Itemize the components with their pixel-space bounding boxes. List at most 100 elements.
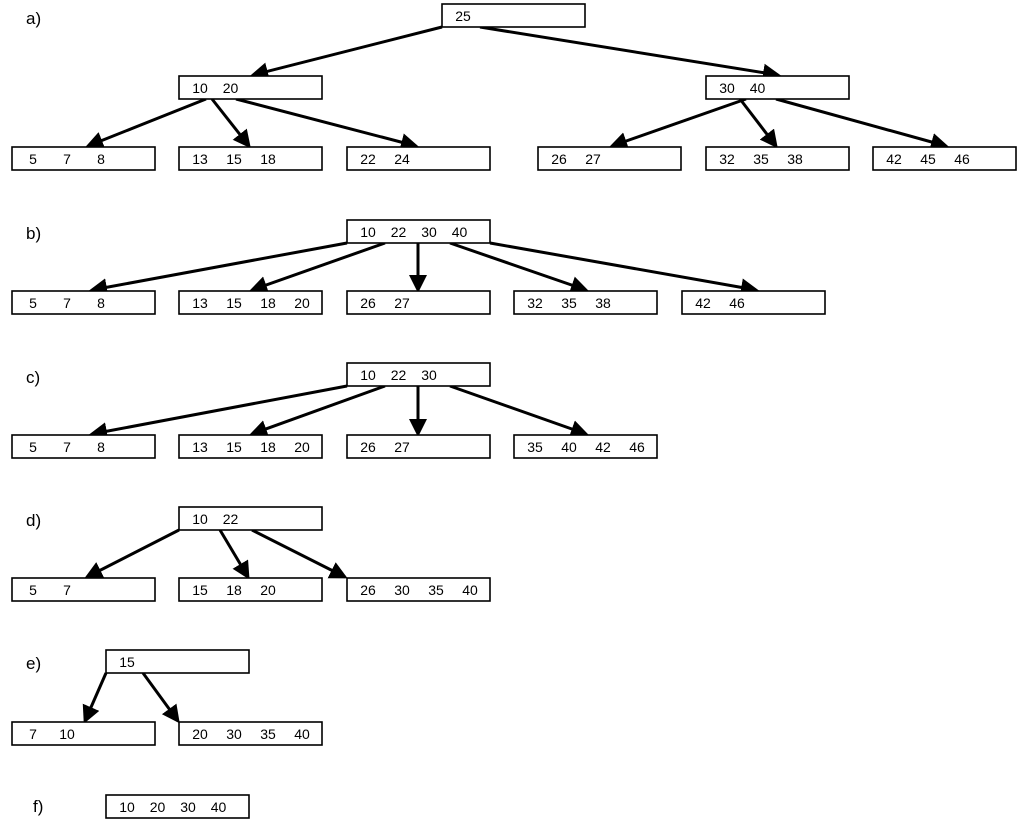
leaf-node-box [872,146,1017,171]
panel-label: c) [26,368,40,387]
node-key: 8 [97,439,105,455]
node-key: 46 [629,439,645,455]
leaf-node-box [178,146,323,171]
node-key: 40 [462,582,478,598]
child-pointer-arrow [89,384,348,441]
node-key: 32 [719,151,735,167]
node-key: 40 [561,439,577,455]
node-key: 35 [753,151,769,167]
node-key: 20 [260,582,276,598]
child-pointer-arrow [738,98,778,149]
node-key: 26 [360,295,376,311]
node-key: 22 [223,511,239,527]
leaf-node: 5 7 8 [11,434,156,459]
panel-label: f) [33,797,43,816]
node-key: 27 [394,439,410,455]
root-node-box [441,3,586,28]
leaf-node-box [178,434,323,459]
leaf-node-box [705,146,850,171]
node-key: 7 [63,295,71,311]
node-key: 15 [226,439,242,455]
node-key: 35 [260,726,276,742]
leaf-node-box [178,721,323,746]
internal-node-box [705,75,850,100]
node-key: 10 [192,511,208,527]
leaf-node: 32 35 38 [705,146,850,171]
node-key: 13 [192,151,208,167]
node-key: 35 [561,295,577,311]
node-key: 10 [360,224,376,240]
child-pointer-arrow [85,97,207,149]
node-key: 10 [192,80,208,96]
leaf-node-box [346,290,491,315]
child-pointer-arrow [479,25,781,82]
root-node-box [178,506,323,531]
node-key: 42 [595,439,611,455]
node-key: 8 [97,151,105,167]
leaf-node-box [178,577,323,602]
leaf-node-box [681,290,826,315]
node-key: 5 [29,151,37,167]
node-key: 22 [391,367,407,383]
node-key: 20 [294,439,310,455]
node-key: 18 [260,439,276,455]
root-node-box [346,362,491,387]
node-key: 26 [360,439,376,455]
panel-label: d) [26,511,41,530]
node-key: 42 [886,151,902,167]
node-key: 40 [294,726,310,742]
child-pointer-arrow [218,529,250,580]
node-key: 38 [787,151,803,167]
node-key: 7 [63,582,71,598]
child-pointer-arrow [210,98,251,149]
node-key: 13 [192,295,208,311]
node-key: 7 [29,726,37,742]
node-key: 20 [192,726,208,742]
leaf-node-box [178,290,323,315]
node-key: 7 [63,439,71,455]
leaf-node: 26 27 [537,146,682,171]
child-pointer-arrow [250,25,443,81]
internal-node: 10 20 [178,75,323,100]
child-pointer-arrow [235,97,419,151]
child-pointer-arrow [775,97,949,151]
child-pointer-arrow [249,241,386,294]
leaf-node-box [11,434,156,459]
child-pointer-arrow [489,241,759,297]
node-key: 20 [150,799,166,815]
node-key: 26 [551,151,567,167]
node-key: 27 [585,151,601,167]
node-key: 5 [29,295,37,311]
node-key: 26 [360,582,376,598]
internal-node-box [178,75,323,100]
leaf-node-box [11,146,156,171]
leaf-node-box [537,146,682,171]
child-pointer-arrow [609,97,747,150]
leaf-node-box [346,434,491,459]
child-pointer-arrow [89,241,348,297]
root-node: 25 [441,3,586,28]
node-key: 20 [223,80,239,96]
child-pointer-arrow [82,672,108,724]
node-key: 30 [719,80,735,96]
node-key: 7 [63,151,71,167]
node-key: 8 [97,295,105,311]
node-key: 15 [192,582,208,598]
node-key: 30 [421,367,437,383]
child-pointer-arrow [141,672,180,724]
node-key: 25 [455,8,471,24]
node-key: 5 [29,439,37,455]
